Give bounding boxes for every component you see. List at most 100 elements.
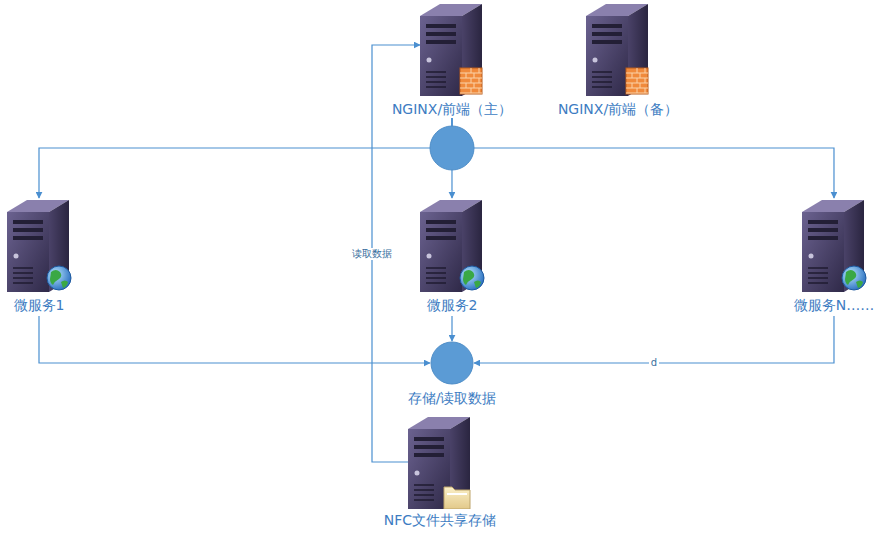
server-slot: [426, 236, 456, 240]
server-node: 微服务2: [416, 198, 488, 314]
server-slot: [592, 32, 622, 36]
server-icon: [798, 198, 870, 294]
server-vent: [592, 81, 612, 83]
server-vent: [426, 76, 446, 78]
server-vent: [414, 494, 434, 496]
circle-outline: [430, 341, 474, 385]
server-vent: [426, 86, 446, 88]
firewall-brick-joint: [473, 73, 474, 78]
storage-circle: [431, 342, 473, 384]
server-icon: [582, 2, 654, 98]
server-slot: [13, 228, 43, 232]
server-drawing: [416, 2, 488, 98]
server-slot: [592, 24, 622, 28]
server-drawing: [582, 2, 654, 98]
server-button: [14, 254, 19, 259]
server-slot: [426, 32, 456, 36]
server-vent: [414, 489, 434, 491]
firewall-brick-joint: [644, 88, 645, 93]
server-slot: [414, 445, 444, 449]
firewall-brick-joint: [478, 88, 479, 93]
firewall-brick-joint: [465, 83, 466, 88]
server-slot: [13, 236, 43, 240]
storage-circle-node: 存储/读取数据: [408, 341, 497, 407]
server-vent: [426, 267, 446, 269]
firewall-brick-joint: [478, 78, 479, 83]
server-vent: [808, 267, 828, 269]
globe-land: [856, 281, 863, 289]
firewall-brick-joint: [470, 68, 471, 73]
server-slot: [808, 220, 838, 224]
node-label: 微服务2: [427, 296, 478, 314]
node-label: 存储/读取数据: [408, 389, 497, 407]
server-vent: [808, 277, 828, 279]
globe-land: [61, 281, 68, 289]
folder-badge: [444, 487, 470, 509]
server-slot: [592, 40, 622, 44]
server-slot: [13, 220, 43, 224]
server-button: [426, 58, 431, 63]
server-front: [586, 16, 628, 96]
node-label: NFC文件共享存储: [384, 511, 496, 529]
server-front: [7, 212, 49, 292]
server-drawing: [416, 198, 488, 294]
server-slot: [426, 228, 456, 232]
firewall-brick-joint: [644, 68, 645, 73]
server-icon: [416, 2, 488, 98]
firewall-brick-joint: [631, 73, 632, 78]
server-vent: [592, 71, 612, 73]
firewall-brick-joint: [470, 78, 471, 83]
server-front: [420, 16, 462, 96]
edge-label: d: [649, 357, 659, 369]
globe-badge: [460, 266, 484, 290]
server-vent: [426, 71, 446, 73]
firewall-brick-joint: [631, 83, 632, 88]
server-vent: [414, 499, 434, 501]
firewall-badge: [460, 68, 482, 94]
server-button: [592, 58, 597, 63]
hub-circle: [430, 126, 474, 170]
server-vent: [592, 76, 612, 78]
server-slot: [426, 40, 456, 44]
connector: [474, 316, 834, 363]
server-drawing: [3, 198, 75, 294]
firewall-brick-joint: [465, 73, 466, 78]
firewall-badge: [626, 68, 648, 94]
server-vent: [13, 277, 33, 279]
server-slot: [414, 437, 444, 441]
server-button: [808, 254, 813, 259]
server-node: NGINX/前端（主）: [392, 2, 512, 118]
node-label: NGINX/前端（备）: [558, 100, 678, 118]
server-icon: [416, 198, 488, 294]
firewall-brick-joint: [478, 68, 479, 73]
firewall-brick-joint: [639, 83, 640, 88]
server-vent: [426, 81, 446, 83]
server-vent: [13, 272, 33, 274]
connector: [39, 118, 452, 198]
node-label: NGINX/前端（主）: [392, 100, 512, 118]
connector: [452, 118, 834, 198]
server-vent: [592, 86, 612, 88]
firewall-brick-joint: [473, 83, 474, 88]
server-vent: [426, 277, 446, 279]
globe-badge: [47, 266, 71, 290]
circle-shape: [430, 341, 474, 385]
node-label: 微服务1: [14, 296, 65, 314]
globe-land: [463, 270, 474, 285]
server-node: 微服务1: [3, 198, 75, 314]
server-slot: [426, 24, 456, 28]
server-node: NFC文件共享存储: [384, 415, 496, 529]
firewall-brick-joint: [636, 78, 637, 83]
server-drawing: [404, 415, 476, 509]
globe-badge: [842, 266, 866, 290]
folder-paper: [447, 493, 467, 495]
server-drawing: [798, 198, 870, 294]
server-vent: [808, 272, 828, 274]
firewall-brick-joint: [644, 78, 645, 83]
server-node: 微服务N……: [794, 198, 874, 314]
firewall-brick-joint: [639, 73, 640, 78]
server-front: [420, 212, 462, 292]
server-button: [427, 254, 432, 259]
connector: [451, 316, 452, 341]
firewall-brick-joint: [636, 68, 637, 73]
